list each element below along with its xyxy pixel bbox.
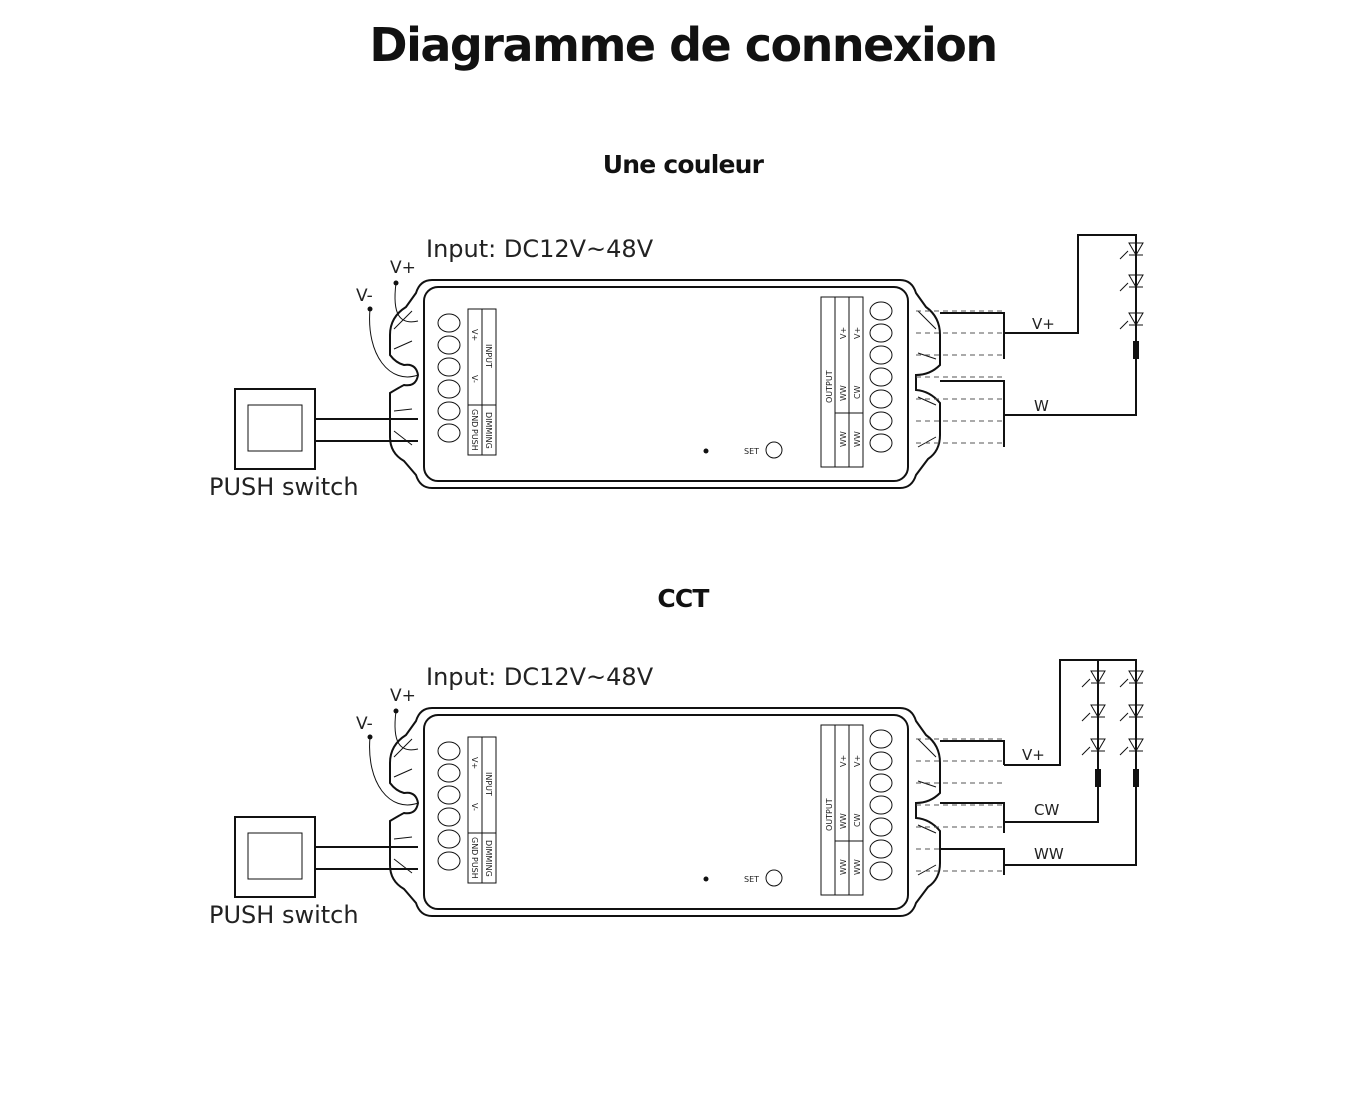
power-leads (367, 708, 419, 806)
terminal-label-gnd: GND (470, 409, 479, 427)
terminal-label-push: PUSH (470, 429, 479, 451)
wire-label-vplus: V+ (1022, 746, 1045, 764)
terminal-label-input: INPUT (484, 772, 493, 796)
input-terminal-block: INPUT DIMMING V+ V- GND PUSH (437, 308, 497, 456)
output-label-v1: V+ (839, 755, 848, 767)
page-title: Diagramme de connexion (369, 18, 998, 72)
output-label-output: OUTPUT (825, 798, 834, 831)
output-label-ww1: WW (839, 385, 848, 401)
controller-body (389, 279, 941, 489)
output-wiring (916, 659, 1137, 875)
output-label-output: OUTPUT (825, 370, 834, 403)
led-strip-icon-ww (1119, 670, 1144, 787)
output-wiring (916, 234, 1137, 447)
set-button: SET (703, 869, 783, 887)
input-terminal-block: INPUT DIMMING V+ V- GND PUSH (437, 736, 497, 884)
push-switch-label: PUSH switch (209, 473, 359, 501)
led-strip-icon (1119, 242, 1144, 359)
terminal-label-vplus: V+ (470, 329, 479, 341)
output-label-ww3: WW (853, 431, 862, 447)
terminal-label-vminus: V- (470, 375, 479, 383)
output-label-ww3: WW (853, 859, 862, 875)
output-label-cw: CW (853, 385, 862, 399)
terminal-label-input: INPUT (484, 344, 493, 368)
output-label-ww2: WW (839, 859, 848, 875)
wire-label-ww: WW (1034, 845, 1064, 863)
push-switch (234, 816, 418, 898)
power-minus-label: V- (356, 286, 373, 306)
wire-label-vplus: V+ (1032, 315, 1055, 333)
terminal-label-vminus: V- (470, 803, 479, 811)
led-strip-icon-cw (1081, 670, 1106, 787)
set-label: SET (744, 447, 759, 456)
output-terminal-block: OUTPUT V+ V+ WW CW WW WW (820, 296, 893, 468)
power-minus-label: V- (356, 714, 373, 734)
power-leads (367, 280, 419, 378)
input-voltage-label: Input: DC12V~48V (426, 235, 654, 263)
terminal-label-dimming: DIMMING (484, 412, 493, 449)
section-title-single-color: Une couleur (602, 150, 764, 179)
terminal-label-dimming: DIMMING (484, 840, 493, 877)
input-voltage-label: Input: DC12V~48V (426, 663, 654, 691)
power-plus-label: V+ (390, 686, 416, 706)
output-label-cw: CW (853, 813, 862, 827)
output-label-v1: V+ (839, 327, 848, 339)
output-label-ww2: WW (839, 431, 848, 447)
wiring-diagram-cct: INPUT DIMMING V+ V- GND PUSH OUTPUT V+ V… (209, 659, 1144, 929)
wire-label-w: W (1034, 397, 1049, 415)
set-label: SET (744, 875, 759, 884)
output-label-v2: V+ (853, 327, 862, 339)
push-switch (234, 388, 418, 470)
controller-body (389, 707, 941, 917)
output-label-v2: V+ (853, 755, 862, 767)
output-terminal-block: OUTPUT V+ V+ WW CW WW WW (820, 724, 893, 896)
wire-label-cw: CW (1034, 801, 1059, 819)
wiring-diagram-single-color: INPUT DIMMING V+ V- GND PUSH OUTPUT V+ V… (209, 234, 1144, 501)
push-switch-label: PUSH switch (209, 901, 359, 929)
terminal-label-vplus: V+ (470, 757, 479, 769)
power-plus-label: V+ (390, 258, 416, 278)
section-title-cct: CCT (657, 584, 709, 613)
terminal-label-gnd: GND (470, 837, 479, 855)
set-button: SET (703, 441, 783, 459)
terminal-label-push: PUSH (470, 857, 479, 879)
output-label-ww1: WW (839, 813, 848, 829)
